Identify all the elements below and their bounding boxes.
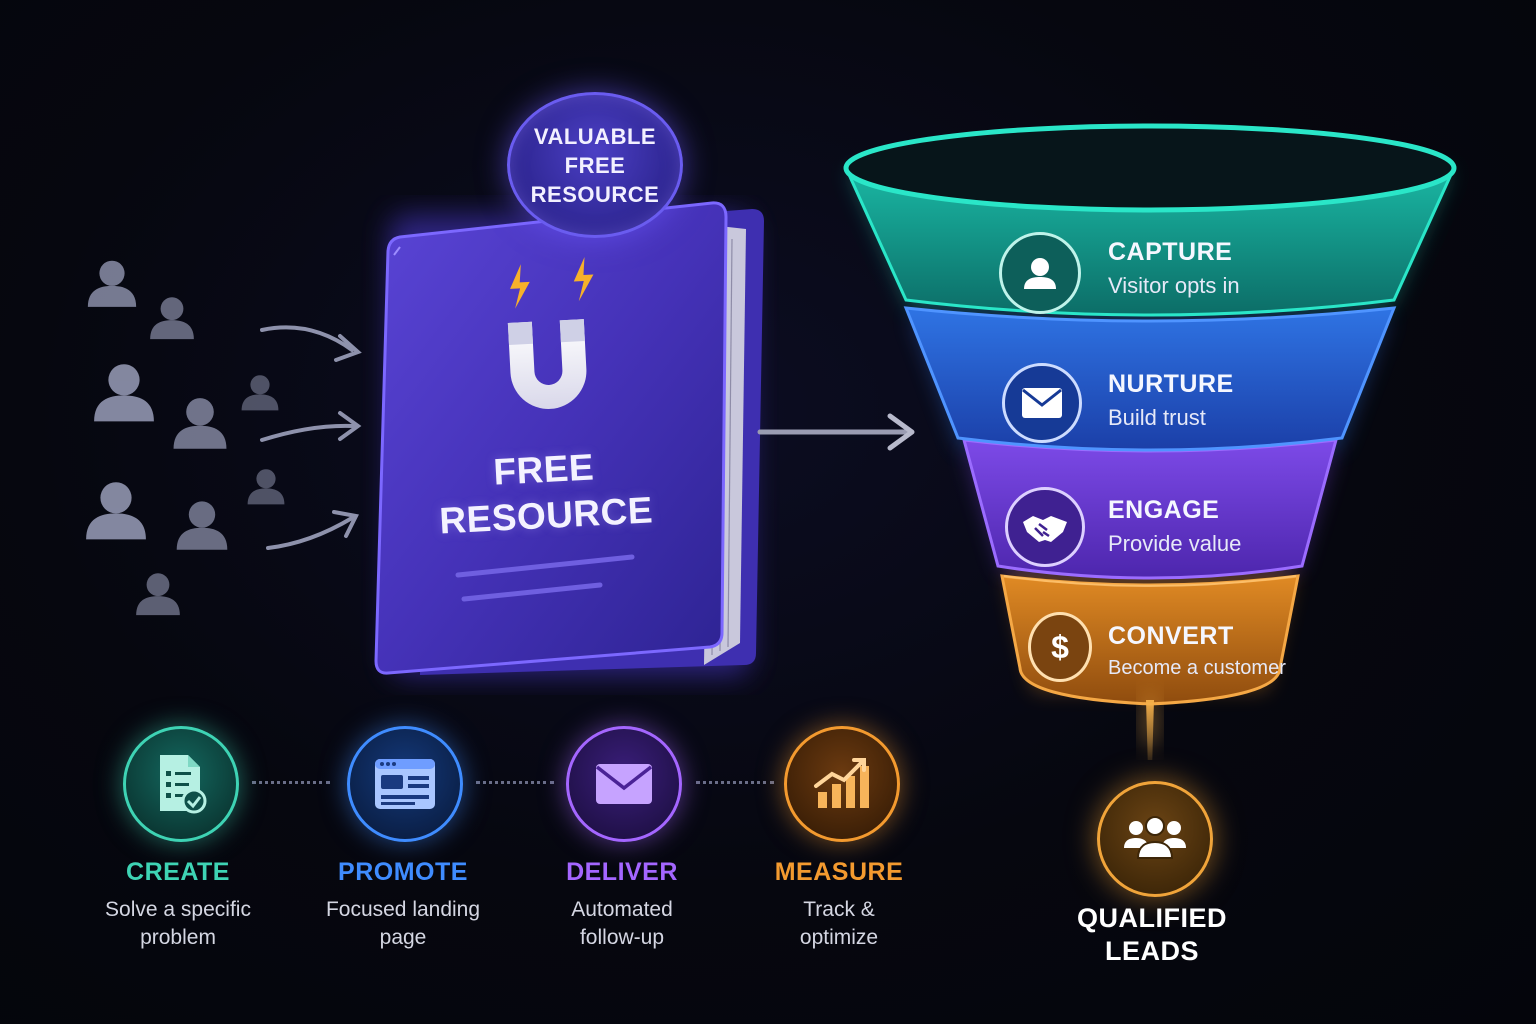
- visitor-person-icon: [176, 501, 228, 550]
- step-connector: [476, 781, 554, 784]
- stage-title: ENGAGE: [1108, 496, 1220, 524]
- step-connector: [696, 781, 774, 784]
- arrow-right-icon: [260, 325, 354, 352]
- visitor-person-icon: [136, 573, 180, 616]
- group-icon: [1124, 816, 1186, 859]
- step-deliver-circle: [566, 726, 682, 842]
- step-create-title: CREATE: [126, 858, 230, 886]
- step-measure-title: MEASURE: [774, 858, 904, 886]
- checklist-document-icon: [160, 755, 207, 814]
- step-connector: [252, 781, 330, 784]
- step-promote-desc: Focused landing page: [325, 898, 481, 949]
- visitor-person-icon: [173, 398, 227, 449]
- growth-chart-icon: [814, 758, 869, 808]
- visitor-person-icon: [86, 482, 146, 540]
- stage-subtitle: Provide value: [1108, 531, 1242, 556]
- step-measure-circle: [784, 726, 900, 842]
- nurture-envelope-icon: [1002, 363, 1082, 443]
- qualified-leads-label: QUALIFIED LEADS: [1077, 903, 1227, 966]
- step-create-desc: Solve a specific problem: [105, 898, 251, 949]
- valuable-free-resource-badge: VALUABLE FREE RESOURCE: [507, 92, 683, 238]
- visitor-person-icon: [94, 364, 154, 422]
- visitor-person-icon: [87, 260, 137, 307]
- step-promote-title: PROMOTE: [338, 858, 468, 886]
- funnel-stage-convert-label: CONVERT Become a customer: [1108, 622, 1286, 680]
- landing-page-icon: [375, 759, 435, 809]
- visitor-crowd: [86, 260, 362, 616]
- visitor-person-icon: [247, 469, 285, 505]
- step-deliver-title: DELIVER: [566, 858, 678, 886]
- stage-subtitle: Become a customer: [1108, 657, 1286, 679]
- capture-person-icon: [999, 232, 1081, 314]
- step-promote-circle: [347, 726, 463, 842]
- arrow-right-icon: [757, 413, 915, 451]
- book-title: FREE RESOURCE: [438, 446, 654, 542]
- stage-subtitle: Build trust: [1108, 405, 1206, 430]
- envelope-icon: [595, 764, 653, 804]
- engage-handshake-icon: [1005, 487, 1085, 567]
- funnel-stage-capture: [843, 123, 1457, 317]
- stage-title: CONVERT: [1108, 622, 1234, 650]
- visitor-person-icon: [241, 375, 279, 411]
- step-deliver-desc: Automated follow-up: [571, 898, 673, 949]
- visitor-person-icon: [150, 297, 194, 340]
- funnel-stage-nurture-label: NURTURE Build trust: [1108, 370, 1234, 431]
- magnet-icon: [507, 256, 594, 409]
- qualified-leads-badge: [1097, 781, 1213, 897]
- convert-dollar-icon: $: [1028, 612, 1092, 682]
- badge-text: VALUABLE FREE RESOURCE: [530, 123, 660, 207]
- free-resource-book: [374, 201, 764, 675]
- arrow-right-icon: [260, 423, 356, 442]
- funnel-stage-capture-label: CAPTURE Visitor opts in: [1108, 238, 1240, 299]
- arrow-right-icon: [266, 516, 354, 550]
- stage-subtitle: Visitor opts in: [1108, 273, 1240, 298]
- stage-title: CAPTURE: [1108, 238, 1233, 266]
- step-measure-desc: Track & optimize: [799, 898, 879, 949]
- step-create-circle: [123, 726, 239, 842]
- stage-title: NURTURE: [1108, 370, 1234, 398]
- funnel-stage-engage-label: ENGAGE Provide value: [1108, 496, 1241, 557]
